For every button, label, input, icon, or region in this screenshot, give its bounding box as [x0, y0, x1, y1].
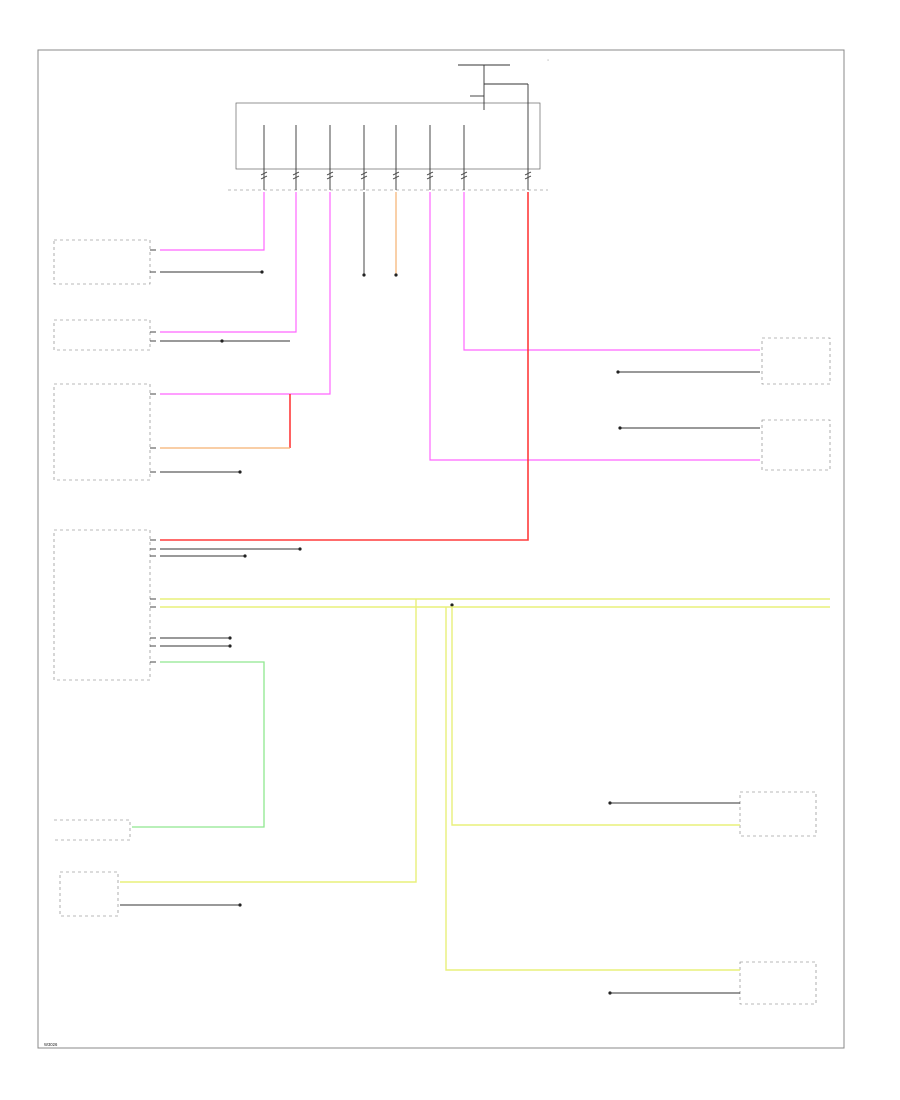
wire-pink-3: [160, 192, 331, 395]
wire-pink-2: [160, 192, 297, 333]
wire-pink-7: [463, 192, 760, 351]
left-module-2: [53, 319, 151, 351]
ground-leads: [160, 271, 760, 557]
wire-pink-6: [429, 192, 760, 461]
ground-dots: [220, 270, 622, 995]
diagram-frame: [37, 49, 845, 1049]
top-module: [228, 102, 548, 191]
misc-leads: [120, 637, 740, 994]
right-module-4: [739, 961, 817, 1005]
wire-green: [132, 661, 265, 828]
lower-left-module-2: [59, 871, 119, 917]
wire-pink-1: [160, 192, 265, 251]
wire-yellow-drop-3: [120, 599, 417, 883]
right-module-upper: [761, 337, 831, 385]
footer-code: W3026: [44, 1042, 58, 1047]
wire-red-main: [160, 192, 529, 541]
pin-ticks: [150, 249, 156, 663]
left-module-main: [53, 529, 151, 681]
wire-yellow-drop-1: [451, 607, 740, 826]
right-module-3: [739, 791, 817, 837]
left-module-3: [53, 383, 151, 481]
fuse-block: [458, 59, 549, 120]
right-module-lower: [761, 419, 831, 471]
lower-left-module-1: [54, 819, 131, 841]
left-module-1: [53, 239, 151, 285]
wire-yellow-drop-2: [445, 607, 740, 971]
